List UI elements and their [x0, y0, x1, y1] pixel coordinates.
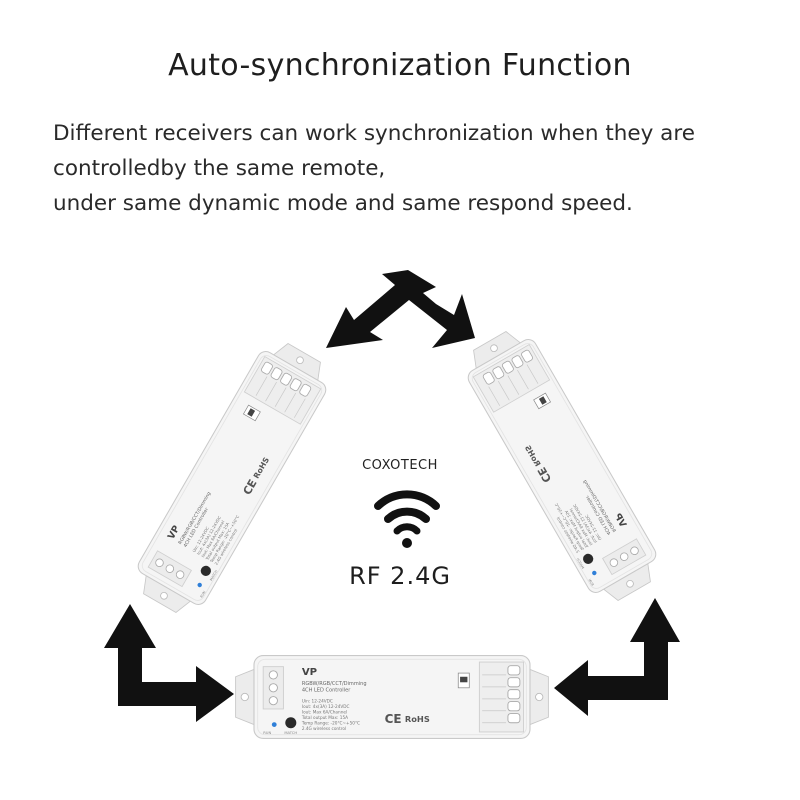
brand-label: COXOTECH — [362, 458, 438, 473]
bidirectional-arrow-icon — [554, 598, 680, 716]
wifi-icon — [374, 490, 440, 548]
page-title: Auto-synchronization Function — [168, 48, 632, 83]
rf-label: RF 2.4G — [349, 562, 451, 590]
controller-device-right — [456, 321, 668, 611]
description: Different receivers can work synchroniza… — [53, 116, 793, 221]
bidirectional-arrow-icon — [326, 270, 475, 348]
controller-device-bottom — [235, 655, 549, 739]
description-line: controlledby the same remote, — [53, 156, 386, 181]
description-line: under same dynamic mode and same respond… — [53, 191, 633, 216]
bidirectional-arrow-icon — [104, 604, 234, 722]
controller-device-left — [126, 333, 338, 623]
description-line: Different receivers can work synchroniza… — [53, 121, 695, 146]
